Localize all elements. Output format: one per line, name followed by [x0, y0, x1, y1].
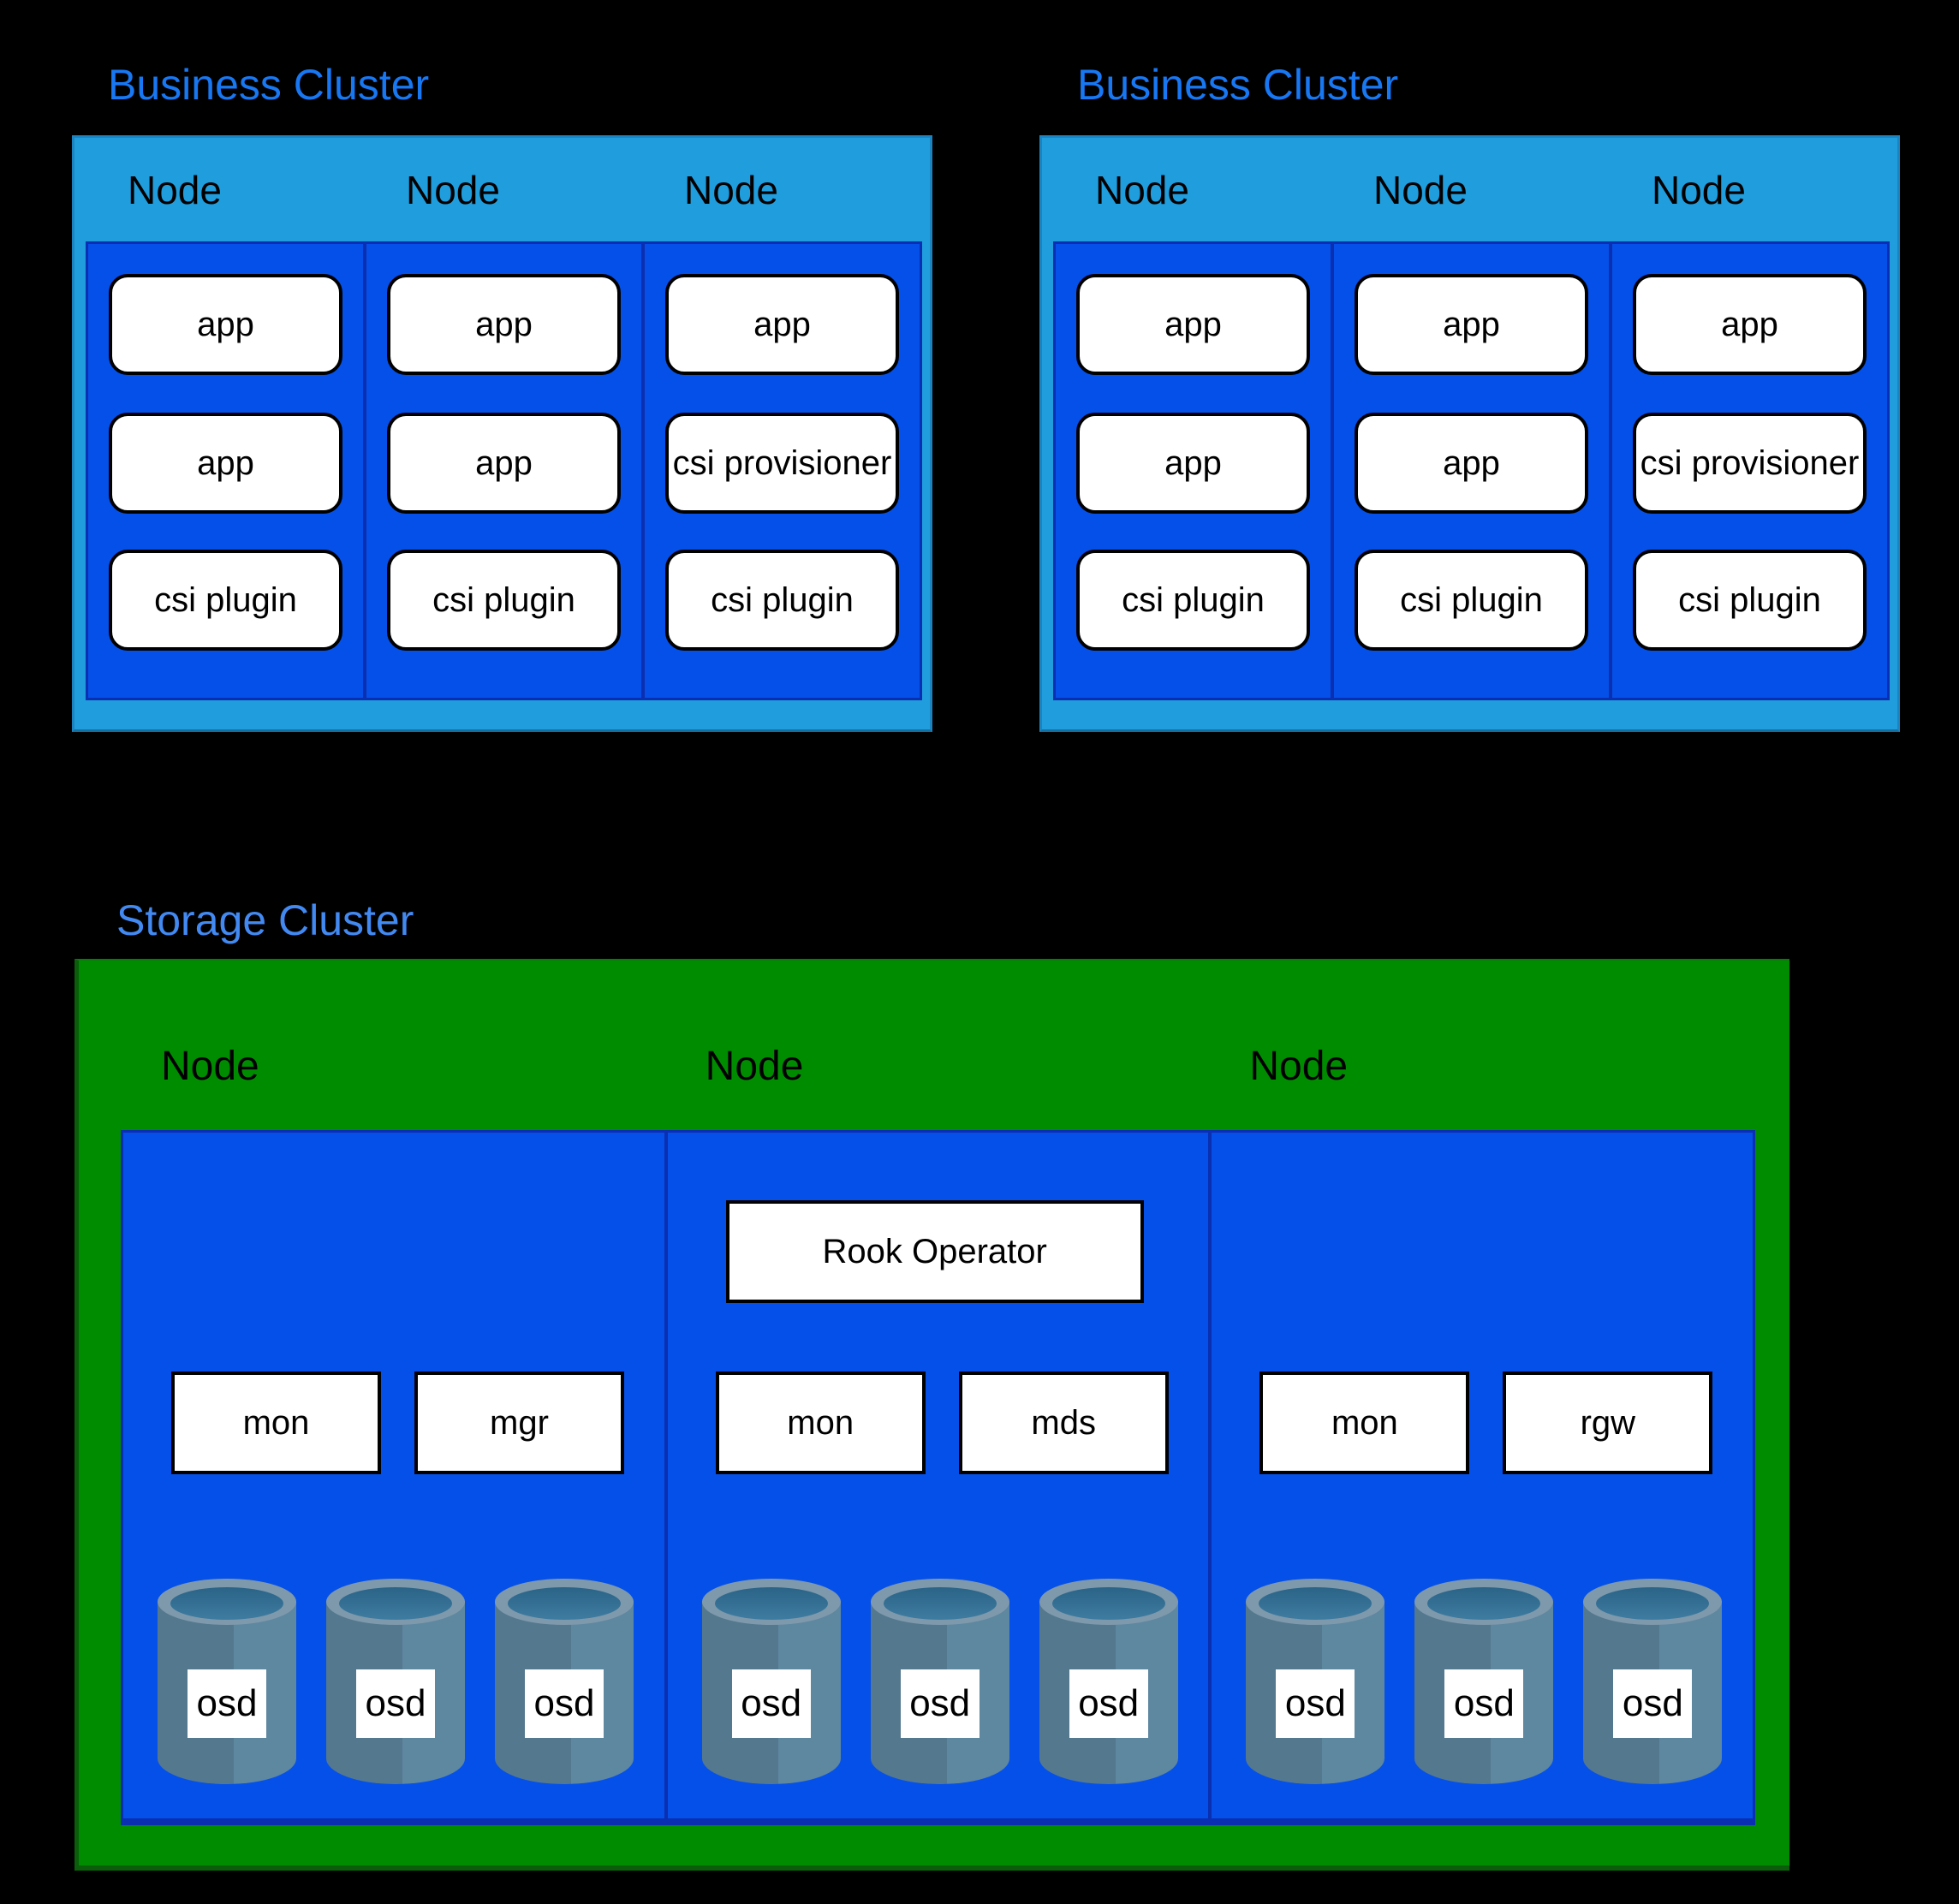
- pod-csi-provisioner: csi provisioner: [665, 413, 899, 514]
- daemon-box-mon: mon: [715, 1371, 926, 1474]
- pod-app: app: [665, 274, 899, 375]
- node-label: Node: [406, 168, 500, 212]
- osd-label: osd: [356, 1669, 435, 1738]
- pod-app: app: [109, 274, 342, 375]
- storage-cluster-title: Storage Cluster: [116, 896, 414, 944]
- node-label: Node: [1249, 1044, 1349, 1089]
- osd-label: osd: [188, 1669, 266, 1738]
- pod-app: app: [109, 413, 342, 514]
- cylinder-opening: [1596, 1587, 1710, 1620]
- pod-app: app: [1355, 413, 1588, 514]
- pod-app: app: [1355, 274, 1588, 375]
- cylinder-opening: [1427, 1587, 1541, 1620]
- pod-app: app: [387, 413, 621, 514]
- osd-label: osd: [731, 1669, 811, 1738]
- cylinder-opening: [170, 1587, 283, 1620]
- osd-cylinder-icon: osd: [1414, 1579, 1554, 1784]
- osd-label: osd: [1613, 1669, 1693, 1738]
- node-label: Node: [1095, 168, 1189, 212]
- daemon-box-rgw: rgw: [1503, 1371, 1713, 1474]
- node-label: Node: [161, 1044, 259, 1089]
- osd-cylinder-icon: osd: [495, 1579, 634, 1784]
- cylinder-opening: [339, 1587, 452, 1620]
- storage-node-box: mon mgr osd osd os: [123, 1133, 664, 1818]
- rook-operator-box: Rook Operator: [725, 1200, 1144, 1303]
- node-box: app app csi plugin: [88, 244, 363, 698]
- cylinder-opening: [714, 1587, 828, 1620]
- storage-node-box: mon rgw osd osd os: [1212, 1133, 1754, 1818]
- daemon-box-mds: mds: [958, 1371, 1169, 1474]
- business-cluster-1-title: Business Cluster: [108, 61, 430, 109]
- osd-label: osd: [1444, 1669, 1524, 1738]
- cylinder-opening: [508, 1587, 621, 1620]
- pod-csi-plugin: csi plugin: [1355, 550, 1588, 651]
- osd-cylinder-icon: osd: [1246, 1579, 1385, 1784]
- daemon-box-mon: mon: [171, 1371, 381, 1474]
- storage-node-box: Rook Operator mon mds osd osd: [667, 1133, 1209, 1818]
- pod-csi-plugin: csi plugin: [1076, 550, 1310, 651]
- osd-cylinder-icon: osd: [701, 1579, 841, 1784]
- storage-node-columns: mon mgr osd osd os: [121, 1130, 1755, 1825]
- pod-csi-provisioner: csi provisioner: [1633, 413, 1867, 514]
- daemon-box-mon: mon: [1259, 1371, 1470, 1474]
- osd-cylinder-icon: osd: [1583, 1579, 1723, 1784]
- node-label: Node: [1373, 168, 1468, 212]
- pod-csi-plugin: csi plugin: [387, 550, 621, 651]
- cylinder-opening: [1051, 1587, 1165, 1620]
- cylinder-opening: [883, 1587, 997, 1620]
- cylinder-opening: [1259, 1587, 1372, 1620]
- osd-label: osd: [1276, 1669, 1355, 1738]
- osd-cylinder-icon: osd: [326, 1579, 465, 1784]
- osd-label: osd: [900, 1669, 980, 1738]
- business-cluster-2-box: Node Node Node app app csi plugin app ap…: [1039, 135, 1900, 732]
- osd-cylinder-icon: osd: [1039, 1579, 1178, 1784]
- node-box: app csi provisioner csi plugin: [645, 244, 920, 698]
- node-box: app app csi plugin: [1334, 244, 1609, 698]
- pod-csi-plugin: csi plugin: [1633, 550, 1867, 651]
- storage-node-header-row: Node Node Node: [121, 961, 1755, 1130]
- osd-cylinder-icon: osd: [870, 1579, 1009, 1784]
- storage-cluster-box: Node Node Node mon mgr osd osd: [74, 959, 1789, 1871]
- node-columns: app app csi plugin app app csi plugin ap…: [86, 241, 922, 700]
- node-label: Node: [128, 168, 222, 212]
- pod-app: app: [1076, 413, 1310, 514]
- daemon-box-mgr: mgr: [414, 1371, 624, 1474]
- business-cluster-1-box: Node Node Node app app csi plugin app ap…: [72, 135, 932, 732]
- node-label: Node: [684, 168, 778, 212]
- pod-app: app: [1633, 274, 1867, 375]
- pod-app: app: [1076, 274, 1310, 375]
- pod-csi-plugin: csi plugin: [665, 550, 899, 651]
- business-cluster-2-title: Business Cluster: [1077, 61, 1399, 109]
- node-header-row: Node Node Node: [1053, 138, 1890, 241]
- node-label: Node: [1652, 168, 1746, 212]
- pod-app: app: [387, 274, 621, 375]
- node-box: app app csi plugin: [1056, 244, 1331, 698]
- osd-label: osd: [1069, 1669, 1148, 1738]
- node-box: app csi provisioner csi plugin: [1612, 244, 1887, 698]
- pod-csi-plugin: csi plugin: [109, 550, 342, 651]
- osd-label: osd: [525, 1669, 604, 1738]
- osd-cylinder-icon: osd: [158, 1579, 296, 1784]
- node-columns: app app csi plugin app app csi plugin ap…: [1053, 241, 1890, 700]
- node-box: app app csi plugin: [366, 244, 641, 698]
- node-header-row: Node Node Node: [86, 138, 922, 241]
- node-label: Node: [705, 1044, 804, 1089]
